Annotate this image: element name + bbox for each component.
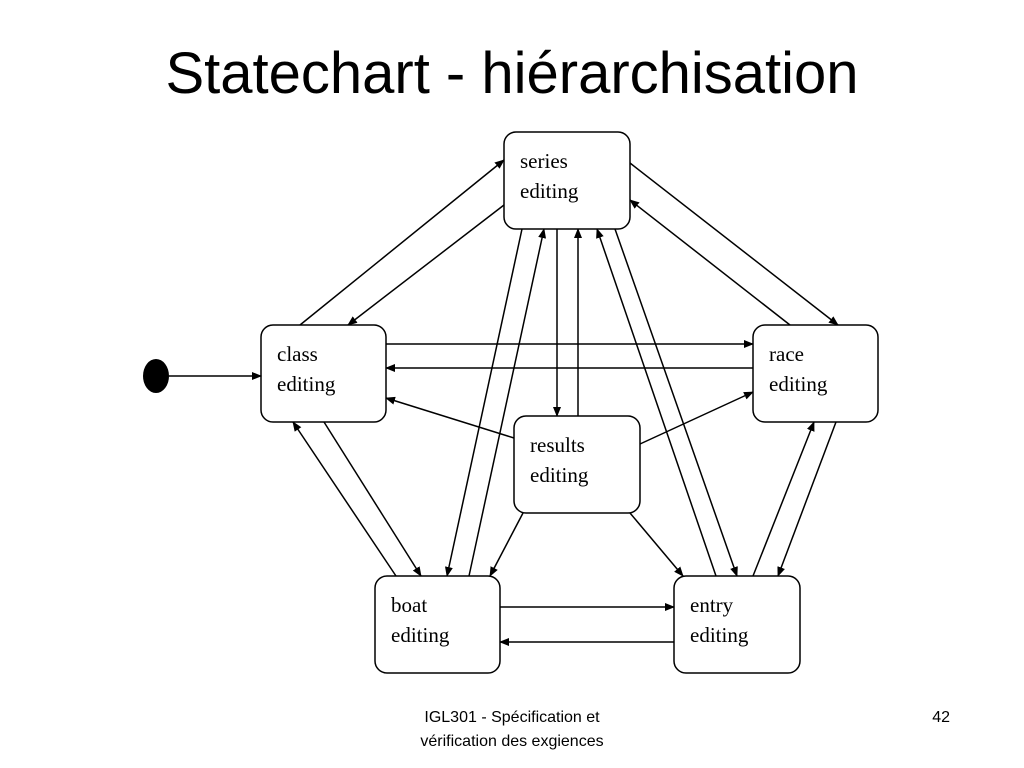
transition-series-class <box>347 204 505 326</box>
state-label-boat-line1: boat <box>391 593 427 617</box>
state-box-entry <box>673 575 801 674</box>
page-number: 42 <box>932 709 950 726</box>
transition-race-entry <box>777 421 837 577</box>
state-box-boat <box>374 575 501 674</box>
transition-entry-series <box>596 228 717 577</box>
state-label-series-line2: editing <box>520 179 579 203</box>
transition-entry-race <box>752 421 815 577</box>
footer-line-1: IGL301 - Spécification et <box>424 709 600 726</box>
slide-title: Statechart - hiérarchisation <box>165 41 859 106</box>
initial-pseudostate <box>143 359 169 393</box>
state-box-results <box>513 415 641 514</box>
state-label-entry-line2: editing <box>690 623 749 647</box>
state-label-series-line1: series <box>520 149 568 173</box>
state-series: series editing <box>503 131 631 230</box>
transition-series-entry <box>614 228 738 577</box>
state-label-results-line2: editing <box>530 463 589 487</box>
states: serieseditingclasseditingraceeditingresu… <box>260 131 879 674</box>
transition-results-class <box>385 396 515 439</box>
transition-results-entry <box>629 512 684 577</box>
transition-race-series <box>629 199 791 326</box>
slide-footer: IGL301 - Spécification et vérification d… <box>362 706 662 754</box>
state-boat: boat editing <box>374 575 501 674</box>
state-box-race <box>752 324 879 423</box>
transition-class-series <box>299 159 505 326</box>
transition-results-race <box>639 391 754 445</box>
state-box-series <box>503 131 631 230</box>
state-class: class editing <box>260 324 387 423</box>
transition-series-race <box>629 162 839 326</box>
state-label-entry-line1: entry <box>690 593 734 617</box>
state-label-boat-line2: editing <box>391 623 450 647</box>
state-label-results-line1: results <box>530 433 585 457</box>
state-label-class-line2: editing <box>277 372 336 396</box>
state-entry: entry editing <box>673 575 801 674</box>
footer-line-2: vérification des exgiences <box>420 733 604 750</box>
state-label-class-line1: class <box>277 342 318 366</box>
transition-boat-series <box>468 228 547 577</box>
transition-boat-class <box>292 421 397 577</box>
state-label-race-line2: editing <box>769 372 828 396</box>
transitions <box>292 159 839 646</box>
initial-pseudostate-group <box>143 359 262 393</box>
transition-results-boat <box>489 512 524 577</box>
transition-class-boat <box>323 421 422 577</box>
transition-series-boat <box>444 228 523 577</box>
state-race: race editing <box>752 324 879 423</box>
state-results: results editing <box>513 415 641 514</box>
state-label-race-line1: race <box>769 342 804 366</box>
